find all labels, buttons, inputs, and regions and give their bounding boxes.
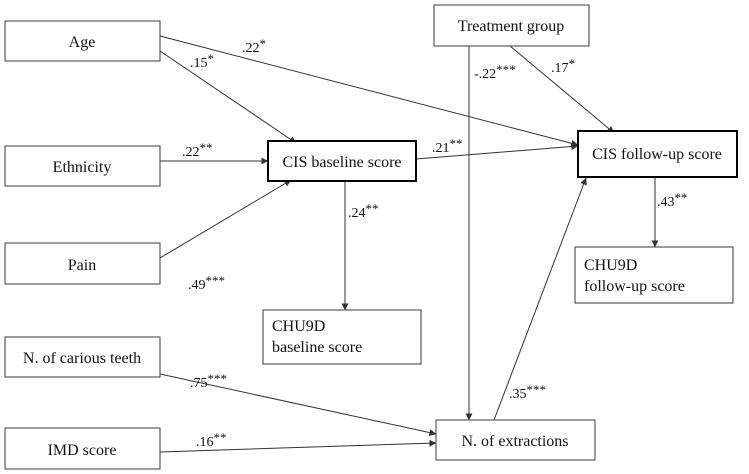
node-imd-score-label: IMD score <box>48 442 117 459</box>
coef-treatment-extractions: -.22*** <box>474 62 516 82</box>
node-chu9d-baseline-line1: CHU9D <box>272 318 325 335</box>
edge-treatment-to-cis-followup <box>509 45 615 134</box>
node-treatment-group-label: Treatment group <box>458 18 565 35</box>
node-chu9d-followup: CHU9D follow-up score <box>574 246 734 304</box>
node-cis-followup: CIS follow-up score <box>577 130 738 178</box>
node-pain: Pain <box>4 242 161 285</box>
coef-treatment-cis-followup: .17* <box>551 56 575 76</box>
node-cis-followup-label: CIS follow-up score <box>592 146 722 163</box>
coef-cis-baseline-cis-followup: .21** <box>432 136 463 156</box>
node-ethnicity-label: Ethnicity <box>53 159 112 176</box>
node-age: Age <box>4 20 161 62</box>
coef-age-cis-baseline: .15* <box>190 51 214 71</box>
node-chu9d-followup-line2: follow-up score <box>584 278 685 295</box>
edge-imd-to-extractions <box>159 439 437 453</box>
node-pain-label: Pain <box>68 257 96 274</box>
edge-pain-to-cis-baseline <box>159 179 292 259</box>
node-extractions: N. of extractions <box>435 419 596 461</box>
edge-cis-baseline-to-cis-followup <box>415 143 579 160</box>
edge-carious-to-extractions <box>159 373 437 437</box>
coef-carious-extractions: .75*** <box>190 371 227 391</box>
node-cis-baseline-label: CIS baseline score <box>282 154 401 171</box>
node-ethnicity: Ethnicity <box>4 145 161 187</box>
node-carious-teeth-label: N. of carious teeth <box>23 350 141 367</box>
node-age-label: Age <box>69 34 96 51</box>
coef-cis-followup-chu9d-followup: .43** <box>657 190 688 210</box>
node-extractions-label: N. of extractions <box>461 433 568 450</box>
edge-age-to-cis-baseline <box>159 50 297 144</box>
node-carious-teeth: N. of carious teeth <box>4 336 161 378</box>
node-chu9d-baseline: CHU9D baseline score <box>262 309 422 365</box>
node-chu9d-followup-line1: CHU9D <box>584 257 637 274</box>
edge-extractions-to-cis-followup <box>493 177 587 421</box>
coef-extractions-cis-followup: .35*** <box>509 382 546 402</box>
node-cis-baseline: CIS baseline score <box>267 140 417 182</box>
node-imd-score: IMD score <box>4 427 161 470</box>
coef-cis-baseline-chu9d-baseline: .24** <box>348 201 379 221</box>
coef-age-cis-followup: .22* <box>242 36 266 56</box>
coef-imd-extractions: .16** <box>196 430 227 450</box>
node-treatment-group: Treatment group <box>433 4 590 47</box>
edge-age-to-cis-followup <box>159 35 579 147</box>
node-chu9d-baseline-line2: baseline score <box>272 339 362 356</box>
coef-ethnicity-cis-baseline: .22** <box>182 140 213 160</box>
coef-pain-cis-baseline: .49*** <box>188 273 225 293</box>
